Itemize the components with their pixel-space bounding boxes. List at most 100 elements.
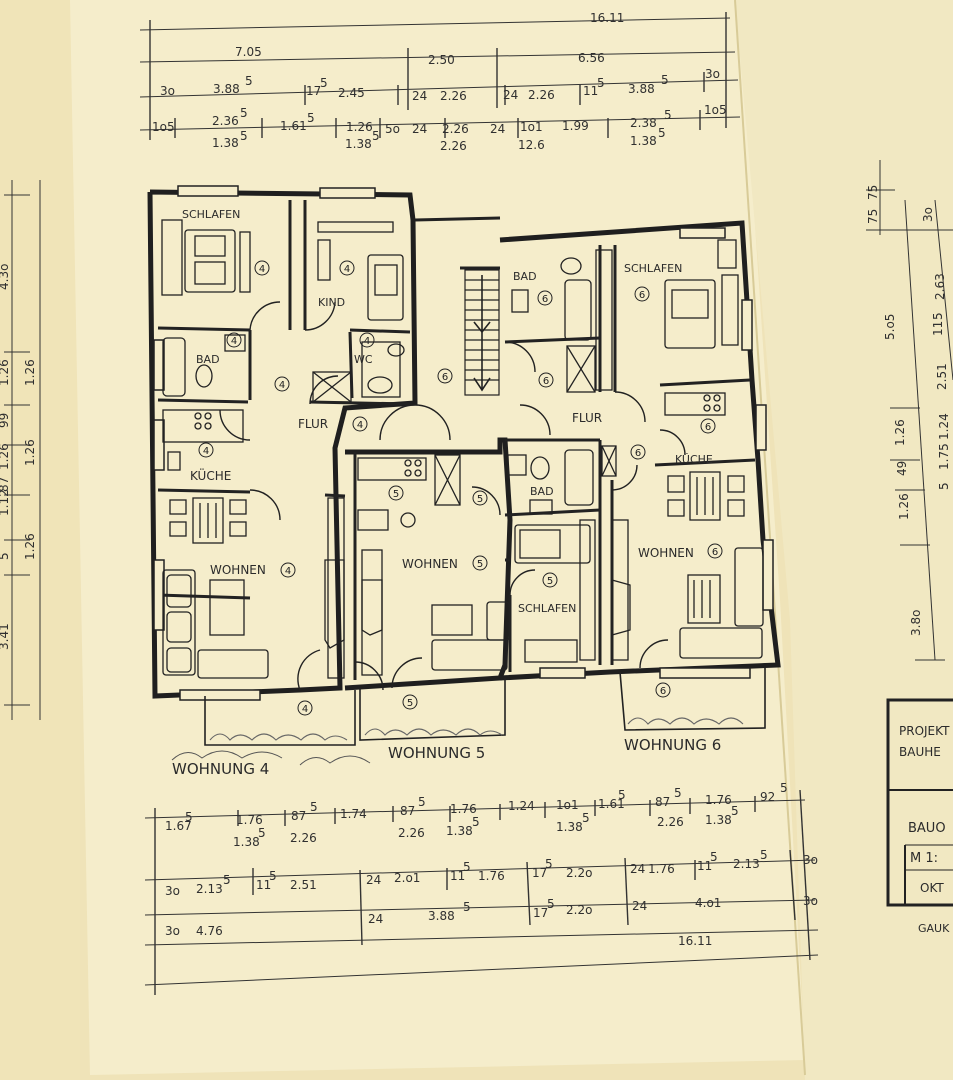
bot-dim-r1b-3: 2.26	[398, 826, 425, 840]
right-dim-5: 5	[931, 312, 945, 320]
unit-marker-4d: 4	[359, 332, 375, 348]
left-dim-0: 4.3o	[0, 264, 11, 290]
top-dim-r3-4: 5	[307, 111, 315, 125]
bot-dim-r1b-4: 1.38	[446, 824, 473, 838]
unit-marker-4i: 4	[297, 700, 313, 716]
top-dim-r3-6: 5o	[385, 122, 400, 136]
left-dim-7: 1.26	[23, 359, 37, 386]
svg-text:6: 6	[712, 547, 718, 558]
top-dim-r2-7: 2.26	[440, 89, 467, 103]
unit-marker-6-stair: 6	[437, 368, 453, 384]
svg-text:4: 4	[302, 704, 308, 715]
svg-text:6: 6	[635, 448, 641, 459]
top-dim-r1-2: 6.56	[578, 51, 605, 65]
top-dim-r3b-2: 1.38	[345, 137, 372, 151]
left-dimension-chain	[4, 180, 41, 720]
top-dim-r3-1: 2.36	[212, 114, 239, 128]
bot-dim-r2-3: 11	[256, 878, 271, 892]
room-w5-schlafen: SCHLAFEN	[518, 602, 576, 615]
paper-sheet-right	[735, 0, 953, 1080]
left-dim-5: 1.12	[0, 489, 11, 516]
svg-text:4: 4	[357, 420, 363, 431]
room-w6-flur: FLUR	[572, 411, 602, 425]
bot-dim-r2-5: 2.51	[290, 878, 317, 892]
bot-dim-r1b-2: 2.26	[290, 831, 317, 845]
bot-dim-r3-1: 4.76	[196, 924, 223, 938]
left-dim-10: 3.41	[0, 623, 11, 650]
balconies	[171, 668, 766, 766]
top-dim-r3-13: 5	[664, 108, 672, 122]
bot-dim-r2-7: 2.o1	[394, 871, 420, 885]
svg-text:5: 5	[393, 489, 399, 500]
door-swings	[219, 301, 686, 691]
top-dim-r2-10: 11	[583, 84, 598, 98]
bot-dim-r2-11: 17	[532, 866, 547, 880]
top-dim-r2-6: 24	[412, 89, 427, 103]
svg-text:6: 6	[639, 290, 645, 301]
unit-marker-5d: 5	[542, 572, 558, 588]
top-dim-r3-9: 24	[490, 122, 505, 136]
top-dim-r2-3: 17	[306, 84, 321, 98]
right-dim-6: 2.63	[933, 273, 947, 300]
unit-marker-4e: 4	[274, 376, 290, 392]
bot-dim-r2-15: 1.76	[648, 862, 675, 876]
room-w5-wohnen: WOHNEN	[402, 557, 458, 571]
bot-dim-r2-1: 2.13	[196, 882, 223, 896]
unit-marker-6e: 6	[630, 444, 646, 460]
left-dim-2: 99	[0, 413, 11, 428]
apartment-w5: WOHNUNG 5	[388, 744, 485, 762]
unit-marker-6a: 6	[537, 290, 553, 306]
unit-marker-6c: 6	[538, 372, 554, 388]
bot-dim-r2-20: 3o	[803, 853, 818, 867]
top-dim-r2-0: 3o	[160, 84, 175, 98]
bot-dim-r3-6: 5	[547, 897, 555, 911]
top-dim-r2-4: 5	[320, 76, 328, 90]
right-dimension-chain	[866, 160, 953, 661]
bot-dim-r3-9: 4.o1	[695, 896, 721, 910]
unit-marker-5e: 5	[402, 694, 418, 710]
svg-text:6: 6	[542, 294, 548, 305]
svg-text:6: 6	[543, 376, 549, 387]
top-dim-r2-13: 5	[661, 73, 669, 87]
bot-dim-r2-0: 3o	[165, 884, 180, 898]
top-dim-r3b-0: 1.38	[212, 136, 239, 150]
svg-text:4: 4	[344, 264, 350, 275]
unit-marker-6g: 6	[655, 682, 671, 698]
svg-text:6: 6	[660, 686, 666, 697]
right-dim-3: 5.o5	[883, 314, 897, 340]
unit-marker-4a: 4	[254, 260, 270, 276]
top-dim-r3-2: 5	[240, 106, 248, 120]
bot-dim-r2-10: 1.76	[478, 869, 505, 883]
room-w4-wohnen: WOHNEN	[210, 563, 266, 577]
svg-text:4: 4	[259, 264, 265, 275]
bottom-dimension-texts: 1.67 5 1.76 87 5 1.74 87 5 1.76 1.24 1o1…	[165, 781, 818, 948]
bot-dim-r3-10: 3o	[803, 894, 818, 908]
apartment-w6: WOHNUNG 6	[624, 736, 721, 754]
right-dim-12: 5	[937, 482, 951, 490]
bot-dim-r3-2: 24	[368, 912, 383, 926]
staircase	[464, 269, 500, 396]
svg-text:5: 5	[477, 559, 483, 570]
top-dim-r1-0: 7.05	[235, 45, 262, 59]
bot-dim-r1-0: 1.67	[165, 819, 192, 833]
top-dim-r3-11: 1.99	[562, 119, 589, 133]
top-dim-r2-14: 3o	[705, 67, 720, 81]
right-dim-10: 49	[895, 461, 909, 476]
svg-text:4: 4	[203, 446, 209, 457]
room-w6-schlafen: SCHLAFEN	[624, 262, 682, 275]
svg-text:4: 4	[285, 566, 291, 577]
top-dim-r3b-3: 5	[372, 129, 380, 143]
bot-dim-r2-2: 5	[223, 873, 231, 887]
bot-dim-r1b-9: 1.38	[705, 813, 732, 827]
bot-dim-r1-4: 5	[310, 800, 318, 814]
top-dimension-texts: 16.11 7.05 2.50 6.56 3o 3.88 5 17 5 2.45…	[152, 11, 727, 153]
bot-dim-r1-14: 5	[674, 786, 682, 800]
top-dim-r3-14: 1o5	[704, 103, 727, 117]
right-dim-14: 3.8o	[909, 610, 923, 636]
room-w6-bad: BAD	[513, 270, 537, 283]
bot-dim-r1-1: 5	[185, 810, 193, 824]
right-dim-4: 11	[931, 321, 945, 336]
left-dim-8: 1.26	[23, 439, 37, 466]
right-dim-1: 75	[866, 209, 880, 224]
